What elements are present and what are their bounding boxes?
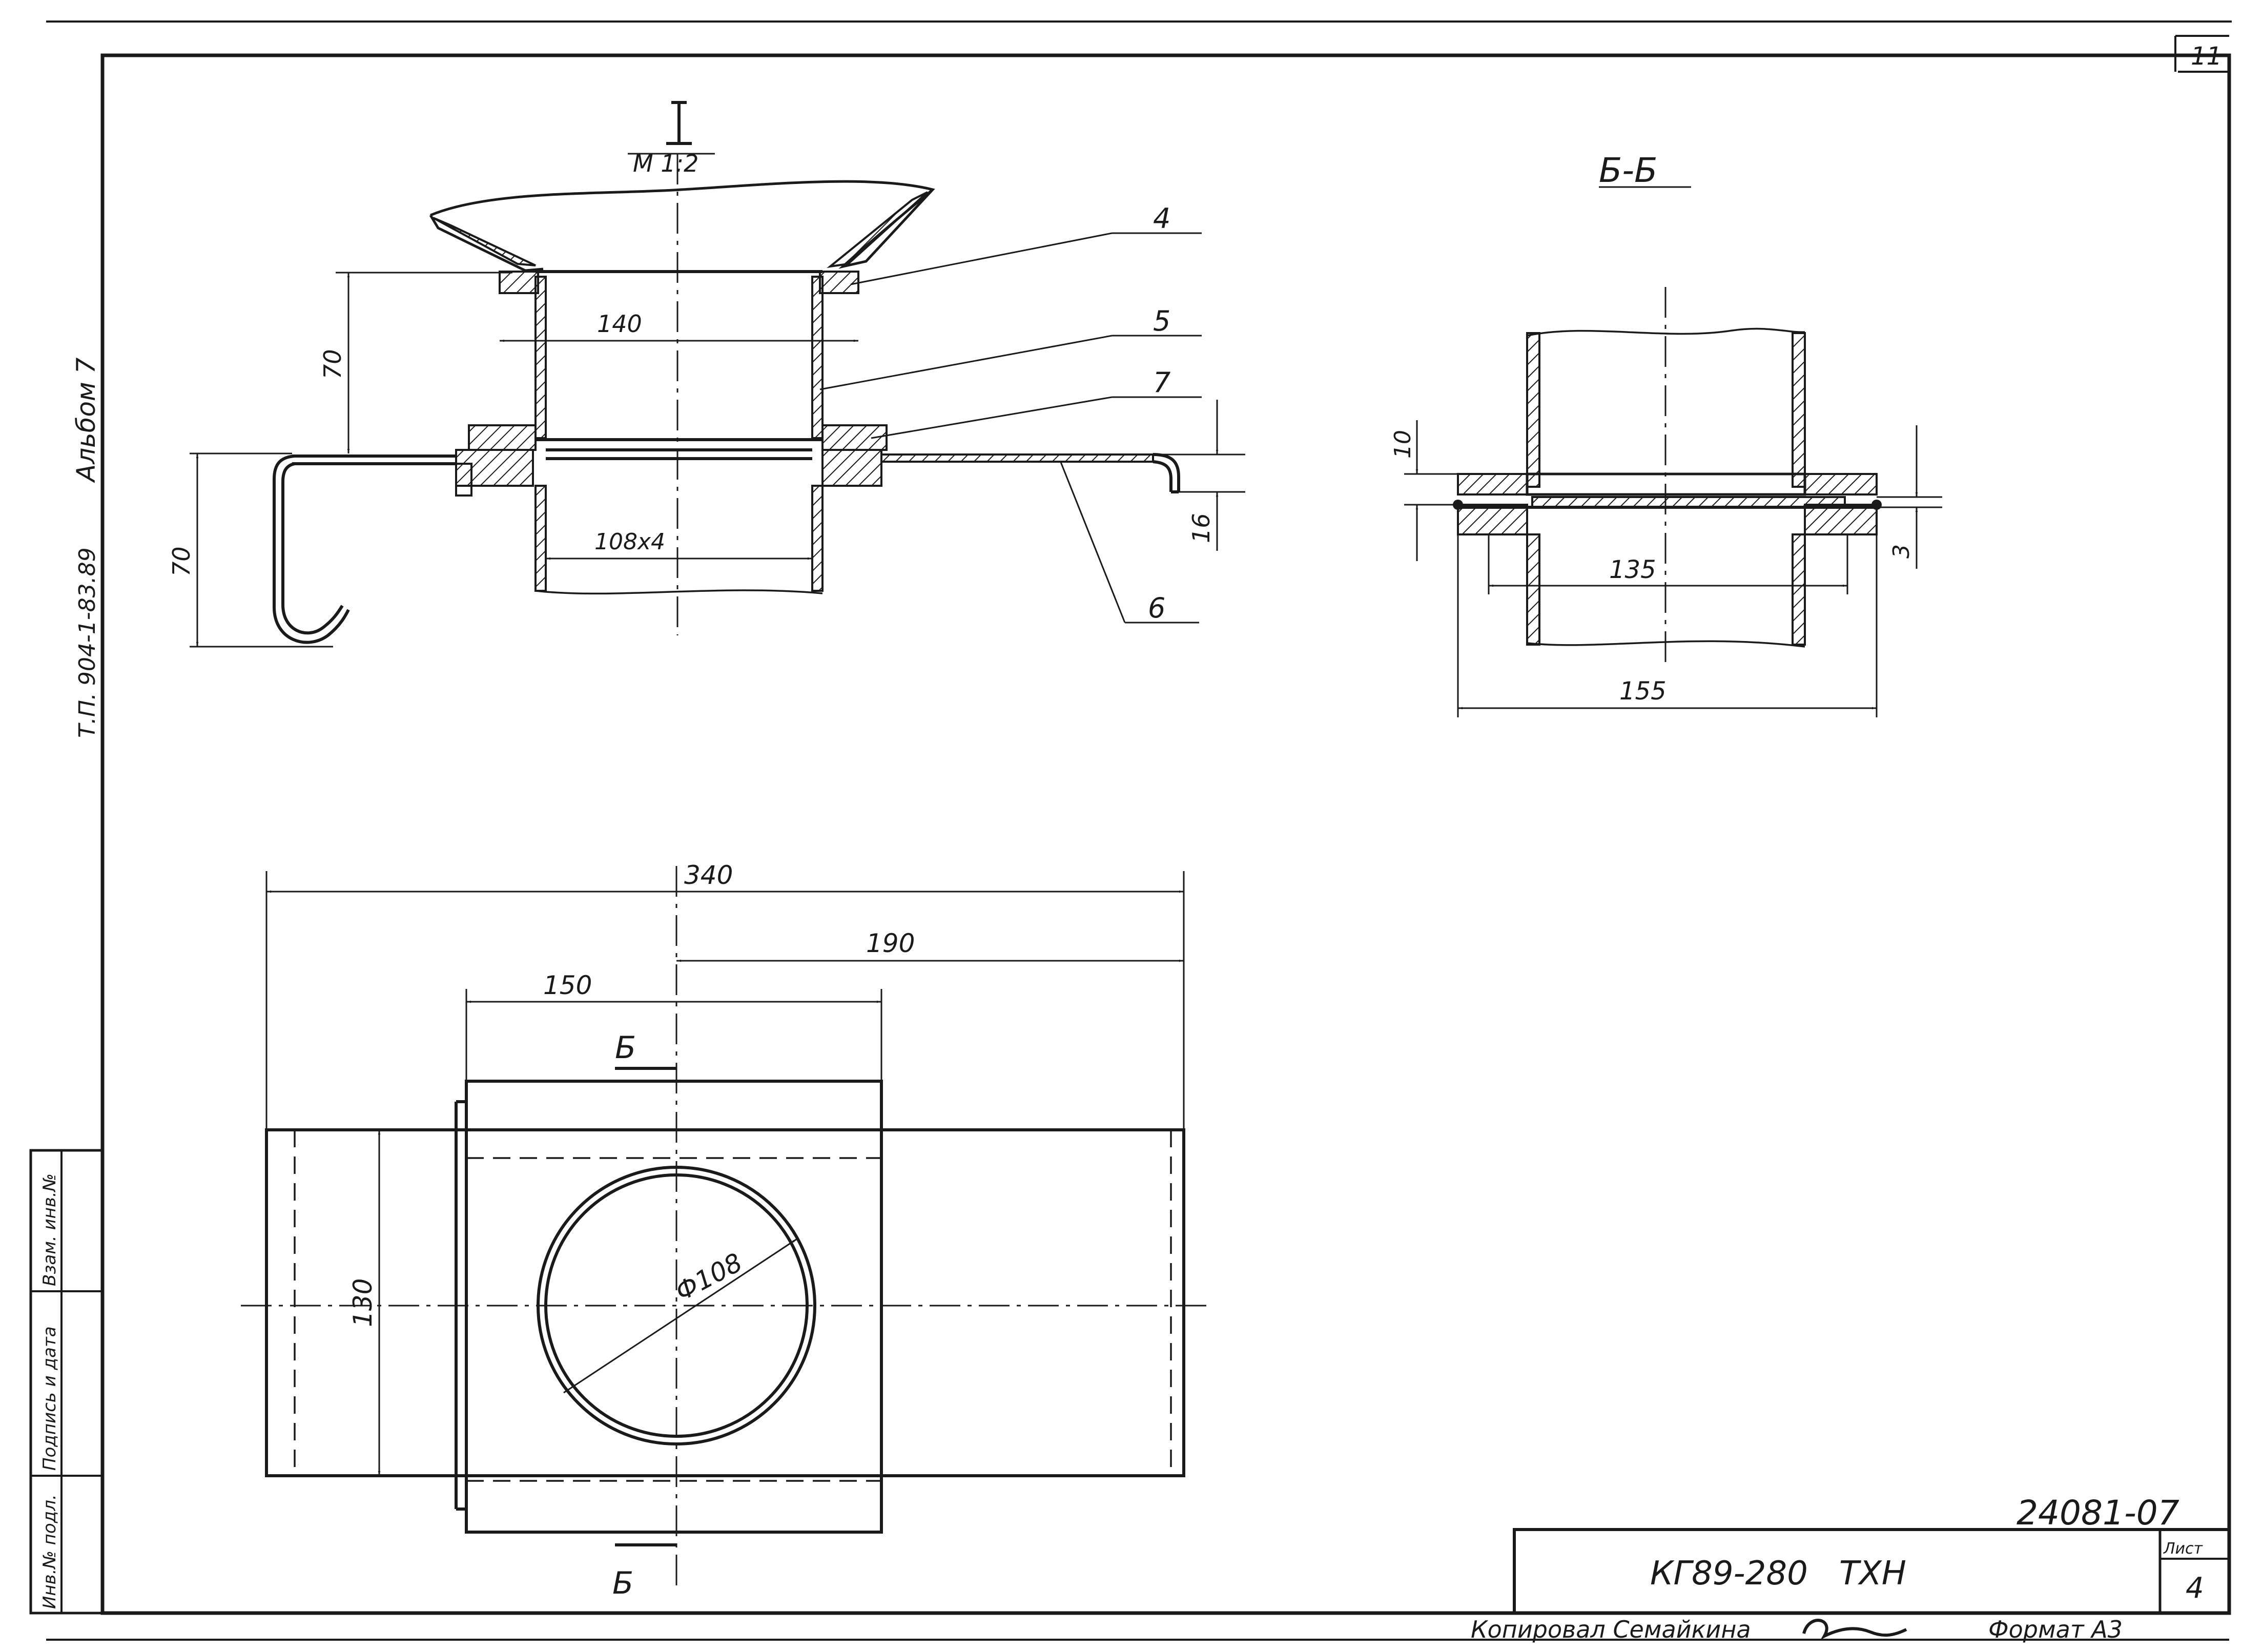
dim-inner: 135 xyxy=(1609,555,1656,584)
dim-flange-thickness: 16 xyxy=(1187,513,1215,543)
view-one xyxy=(190,101,1245,648)
title-block xyxy=(1513,1528,2231,1615)
side-stamp xyxy=(29,1149,104,1615)
series-code: Т.П. 904-1-83.89 xyxy=(74,547,100,738)
drawing-code: 24081-07 xyxy=(2017,1493,2179,1533)
section-bb xyxy=(1404,186,1942,717)
section-mark-top: Б xyxy=(615,1030,636,1066)
dim-flange: 150 xyxy=(543,970,592,1000)
copied-by: Копировал Семайкина xyxy=(1471,1616,1751,1643)
dim-height: 130 xyxy=(348,1278,378,1327)
sheet-frame xyxy=(46,20,2232,1641)
album-label: Альбом 7 xyxy=(71,357,101,483)
dim-gap: 3 xyxy=(1888,544,1915,559)
dim-pipe: 108х4 xyxy=(594,529,665,555)
dim-diameter: Ф108 xyxy=(670,1247,747,1307)
dim-upper-gap: 10 xyxy=(1390,430,1416,459)
callout-5: 5 xyxy=(1153,305,1170,337)
dim-outer: 155 xyxy=(1619,677,1667,706)
dim-height-upper: 70 xyxy=(319,349,346,379)
section-bb-label: Б-Б xyxy=(1599,151,1657,190)
callout-4: 4 xyxy=(1153,202,1170,235)
plan-view xyxy=(241,866,1209,1588)
stamp-signature-date: Подпись и дата xyxy=(39,1326,60,1471)
callout-7: 7 xyxy=(1153,366,1170,399)
list-label: Лист xyxy=(2163,1540,2204,1558)
title-designation: КГ89-280 ТХН xyxy=(1650,1555,1906,1593)
section-mark-bottom: Б xyxy=(612,1565,633,1601)
signature-scribble xyxy=(1802,1619,1907,1640)
dim-height-left: 70 xyxy=(168,546,195,576)
stamp-inv-orig: Инв.№ подл. xyxy=(39,1494,60,1609)
list-number: 4 xyxy=(2186,1572,2204,1605)
stamp-replacement-inv: Взам. инв.№ xyxy=(39,1173,60,1286)
dim-right-part: 190 xyxy=(866,928,915,958)
dim-total: 340 xyxy=(684,860,733,890)
dim-flange-width: 140 xyxy=(597,310,642,338)
view-one-scale: М 1:2 xyxy=(633,150,698,177)
sheet-format: Формат А3 xyxy=(1988,1616,2123,1643)
sheet-number: 11 xyxy=(2191,42,2222,71)
callout-6: 6 xyxy=(1148,592,1165,624)
